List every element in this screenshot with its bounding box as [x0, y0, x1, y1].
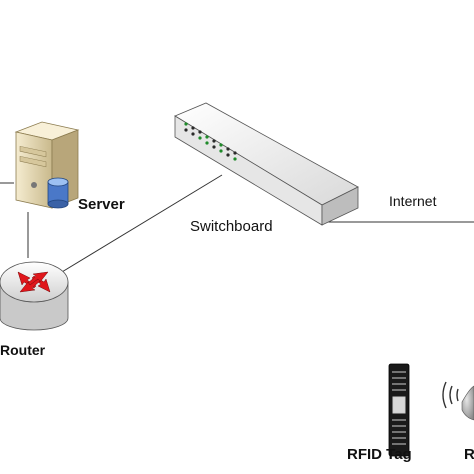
rfid-tag-icon	[388, 363, 410, 457]
switch-icon	[174, 102, 359, 226]
internet-label: Internet	[389, 193, 437, 209]
server-icon	[14, 121, 80, 209]
switch-port-lights	[184, 122, 237, 161]
router-label: Router	[0, 342, 46, 358]
server-label: Server	[78, 196, 125, 213]
rfid-reader-label: R	[464, 446, 474, 463]
database-icon	[47, 177, 69, 209]
rfid-tag-label: RFID Tag	[347, 446, 412, 463]
connection-lines	[0, 174, 474, 279]
switchboard-label: Switchboard	[190, 218, 273, 235]
router-icon	[0, 261, 69, 331]
link-switch-router	[51, 174, 223, 279]
rfid-reader-icon	[442, 381, 474, 421]
